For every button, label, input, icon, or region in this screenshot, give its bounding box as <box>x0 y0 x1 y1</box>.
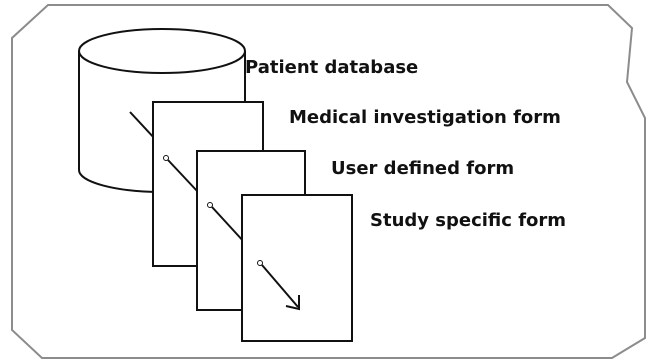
database-flow-line <box>129 111 157 141</box>
database-top <box>78 28 246 74</box>
label-medical-investigation-form: Medical investigation form <box>289 107 561 128</box>
label-study-specific-form: Study specific form <box>370 210 567 231</box>
label-user-defined-form: User defined form <box>331 158 515 179</box>
arrowhead-icon <box>285 295 300 311</box>
study-specific-form-sheet <box>241 194 353 342</box>
flow-arrow-icon <box>261 264 299 308</box>
label-patient-database: Patient database <box>245 57 419 78</box>
